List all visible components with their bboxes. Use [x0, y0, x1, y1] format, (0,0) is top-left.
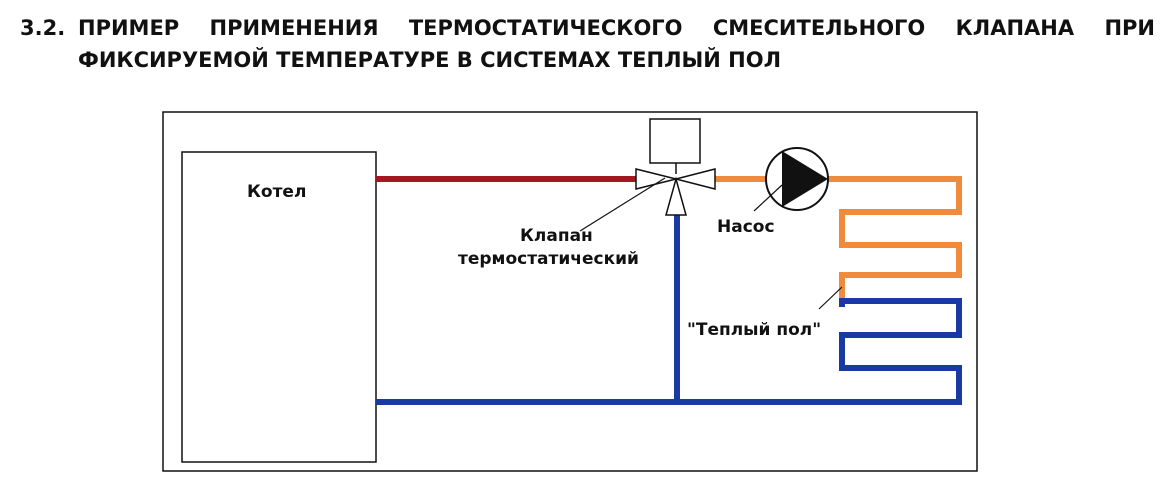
valve-label-line-2: термостатический	[458, 249, 639, 269]
boiler-label: Котел	[247, 182, 306, 202]
diagram-canvas: Котел Клапан	[162, 111, 978, 472]
section-number: 3.2.	[20, 16, 66, 40]
pump-icon	[765, 147, 829, 211]
section-heading: 3.2. ПРИМЕР ПРИМЕНЕНИЯ ТЕРМОСТАТИЧЕСКОГО…	[20, 12, 1155, 76]
valve-actuator	[649, 118, 701, 164]
valve-label-line-1: Клапан	[520, 226, 593, 246]
valve-leader-line	[579, 177, 666, 232]
floor-leader-line	[818, 286, 843, 310]
boiler-box	[181, 151, 377, 463]
heading-title-line-2: ФИКСИРУЕМОЙ ТЕМПЕРАТУРЕ В СИСТЕМАХ ТЕПЛЫ…	[78, 48, 782, 72]
heading-title-line-1: ПРИМЕР ПРИМЕНЕНИЯ ТЕРМОСТАТИЧЕСКОГО СМЕС…	[78, 16, 1155, 40]
pump-label: Насос	[717, 217, 775, 237]
floor-loop-supply	[839, 176, 962, 307]
floor-loop-return	[839, 298, 962, 405]
pump-leader-line	[753, 184, 783, 212]
floor-heating-diagram: Котел Клапан	[162, 111, 978, 472]
heading-row-1: 3.2. ПРИМЕР ПРИМЕНЕНИЯ ТЕРМОСТАТИЧЕСКОГО…	[20, 12, 1155, 44]
floor-heating-label: "Теплый пол"	[687, 320, 821, 340]
